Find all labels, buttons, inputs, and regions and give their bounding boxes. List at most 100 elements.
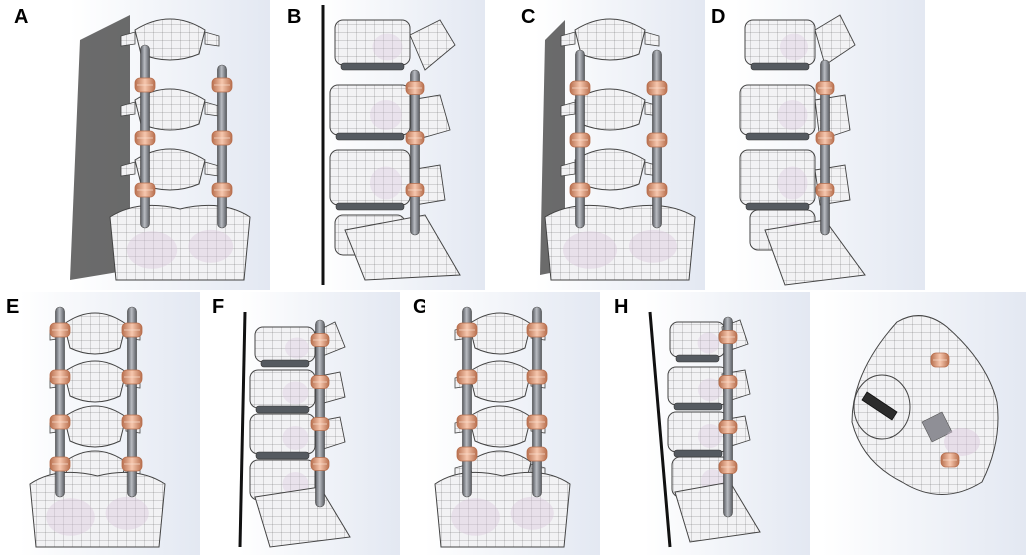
disc-1: [340, 62, 405, 71]
pedicle-screw-4: [646, 132, 668, 148]
rod-left: [55, 306, 65, 498]
pedicle-screw-3: [49, 369, 71, 385]
pedicle-screw-1: [815, 81, 835, 95]
pedicle-screw-3: [405, 183, 425, 197]
rod-right: [127, 306, 137, 498]
vertebral-body-1-shade: [285, 337, 309, 359]
vertebral-body-1: [669, 321, 726, 358]
posterior-process-1: [814, 14, 856, 66]
pedicle-screw-1: [569, 80, 591, 96]
disc-2: [255, 405, 310, 414]
vertebral-body-2-shade: [370, 100, 402, 130]
sacrum: [29, 471, 166, 548]
vertebral-body-1-shade: [780, 33, 808, 61]
vertebral-body-3-shade: [370, 166, 402, 200]
spine-model-a: [70, 0, 270, 290]
vertebral-body-3-shade: [282, 426, 309, 450]
vertebral-body-3: [249, 413, 316, 455]
spine-model-b: [320, 0, 485, 290]
pedicle-screw-6: [211, 182, 233, 198]
vertebral-body-2-shade: [282, 381, 309, 405]
pedicle-screw-2: [526, 322, 548, 338]
vertebra-3: [120, 148, 220, 191]
vertebra-1-lamina: [574, 18, 646, 61]
spine-model-h: [645, 292, 810, 555]
panel-c: C: [515, 0, 705, 290]
disc-1: [260, 359, 310, 368]
sacrum: [544, 204, 696, 281]
axial-screw-2: [940, 452, 960, 468]
disc-3: [673, 449, 723, 458]
pedicle-screw-2: [646, 80, 668, 96]
panel-label-b: B: [287, 6, 302, 28]
axial-screw-1: [930, 352, 950, 368]
disc-1: [750, 62, 810, 71]
pedicle-screw-4: [718, 460, 738, 474]
vertebral-body-2: [329, 84, 411, 136]
spine-model-c: [535, 0, 705, 290]
vertebral-body-2: [249, 369, 316, 409]
sacrum: [254, 486, 351, 548]
vertebral-body-3: [739, 149, 816, 206]
vertebral-body-1-shade: [697, 332, 720, 354]
pedicle-screw-4: [526, 369, 548, 385]
pedicle-screw-5: [569, 182, 591, 198]
vertebra-3-transverse-left: [120, 161, 136, 177]
pedicle-screw-1: [49, 322, 71, 338]
spine-model-g: [425, 292, 600, 555]
pedicle-screw-6: [121, 414, 143, 430]
sacrum-shade-right: [105, 496, 149, 530]
rod: [315, 319, 325, 508]
disc-2: [335, 132, 405, 141]
sacrum: [764, 219, 866, 286]
vertebral-body-3-shade: [698, 424, 722, 448]
panel-e: E: [0, 292, 200, 555]
panel-a: A: [0, 0, 270, 290]
disc-2: [745, 132, 810, 141]
vertebra-3-lamina: [63, 405, 127, 448]
pedicle-screw-1: [134, 77, 156, 93]
vertebral-body-1: [744, 19, 816, 66]
sacrum: [674, 481, 761, 543]
panel-label-e: E: [6, 296, 20, 318]
disc-1: [675, 354, 720, 363]
vertebral-body-3-shade: [777, 166, 808, 200]
vertebral-body-1: [334, 19, 411, 66]
panel-label-h: H: [614, 296, 629, 318]
panel-d: D: [705, 0, 925, 290]
sacrum-shade-left: [563, 231, 617, 269]
pedicle-screw-3: [569, 132, 591, 148]
sacrum: [434, 471, 571, 548]
pedicle-screw-5: [134, 182, 156, 198]
vertebra-1-transverse-right: [204, 31, 220, 47]
panel-f: F: [200, 292, 400, 555]
vertebra-2: [120, 88, 220, 131]
disc-3: [745, 202, 810, 211]
pedicle-screw-1: [405, 81, 425, 95]
spinal-canal: [921, 411, 953, 443]
pedicle-screw-8: [526, 446, 548, 462]
panel-label-g: G: [413, 296, 429, 318]
pedicle-screw-2: [211, 77, 233, 93]
panel-h: H: [610, 292, 810, 555]
sacrum-shade-right: [629, 229, 677, 263]
spine-model-d: [735, 0, 925, 290]
vertebra-2-transverse-left: [120, 101, 136, 117]
pedicle-screw-1: [456, 322, 478, 338]
vertebra-2-lamina: [63, 360, 127, 403]
vertebral-body-1: [254, 326, 316, 363]
vertebra-1-transverse-right: [644, 31, 660, 47]
vertebra-2-lamina: [574, 88, 646, 131]
vertebra-model-i: [822, 292, 1026, 555]
pedicle-screw-5: [456, 414, 478, 430]
pedicle-screw-4: [121, 369, 143, 385]
rod: [723, 316, 733, 518]
vertebra-3-lamina: [574, 148, 646, 191]
sacrum-shade-right: [188, 229, 234, 263]
disc-3: [255, 451, 310, 460]
vertebral-body-3: [667, 411, 729, 453]
vertebral-body-3: [329, 149, 411, 206]
pedicle-screw-8: [121, 456, 143, 472]
disc-2: [673, 402, 723, 411]
